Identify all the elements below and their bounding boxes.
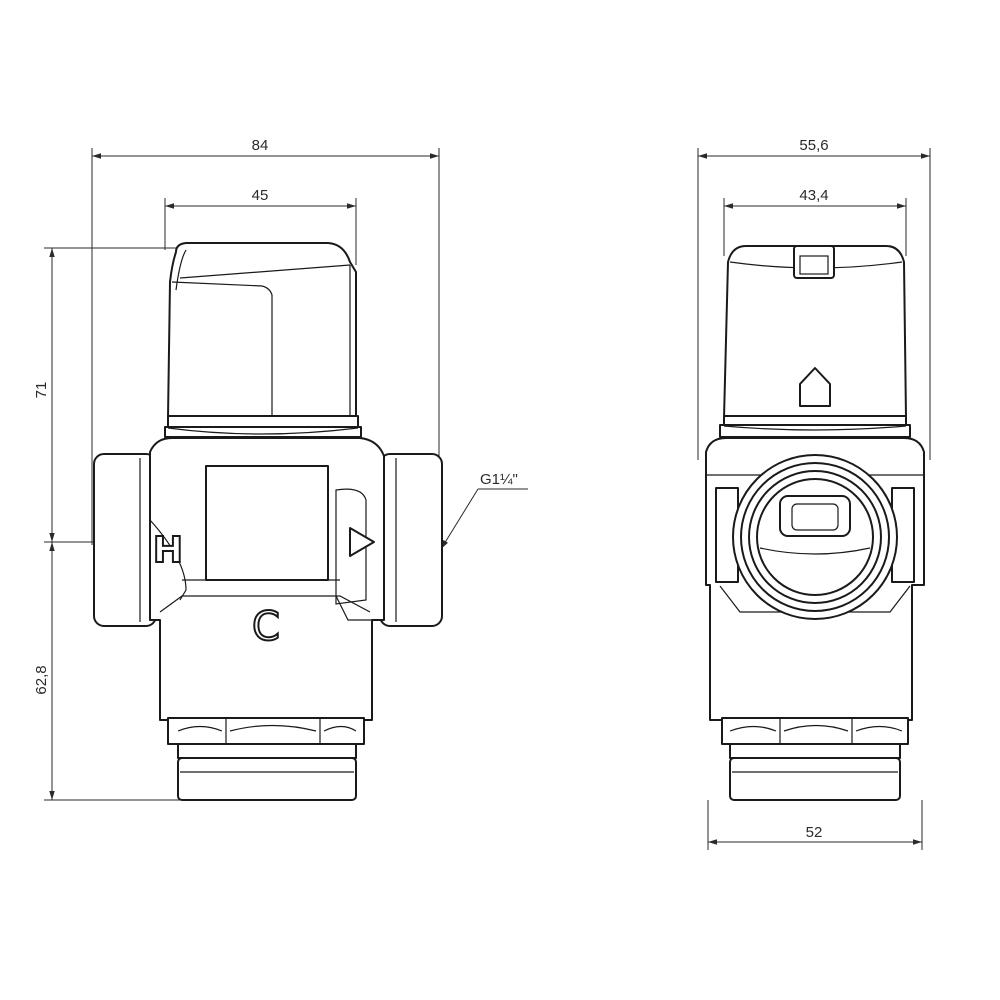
side-body [705, 437, 925, 721]
side-knob [719, 245, 911, 438]
dim-52-label: 52 [806, 824, 823, 841]
dim-84-label: 84 [252, 137, 269, 154]
front-view: 84 45 71 62,8 G1¼" [33, 137, 528, 801]
front-outlet [167, 717, 365, 801]
dim-71-label: 71 [33, 382, 50, 399]
dim-knob-width-front: 45 [164, 187, 357, 265]
hot-mark: H [153, 530, 183, 571]
thread-callout: G1¼" [440, 471, 528, 550]
dim-base-width-side: 52 [707, 800, 923, 850]
dim-45-label: 45 [252, 187, 269, 204]
front-knob [164, 242, 362, 438]
dim-vertical-front: 71 62,8 [33, 247, 185, 801]
side-view: 55,6 43,4 52 [697, 137, 931, 850]
front-body: H C [93, 437, 443, 721]
dim-43-4-label: 43,4 [799, 187, 828, 204]
cold-mark: C [252, 604, 280, 650]
dim-knob-width-side: 43,4 [723, 187, 907, 256]
dim-55-6-label: 55,6 [799, 137, 828, 154]
flow-direction-icon [349, 527, 375, 557]
dim-62-8-label: 62,8 [33, 665, 50, 694]
thread-label: G1¼" [480, 471, 518, 488]
dim-overall-width-side: 55,6 [697, 137, 931, 460]
side-outlet [721, 717, 909, 801]
